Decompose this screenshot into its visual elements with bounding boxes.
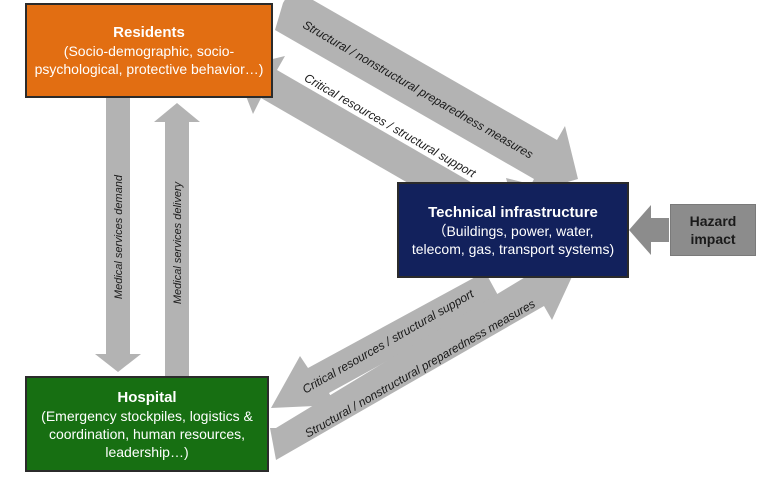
arrow-residents-to-hospital: Medical services demand	[95, 98, 141, 372]
hospital-description: (Emergency stockpiles, logistics & coord…	[41, 407, 253, 460]
infrastructure-title: Technical infrastructure	[428, 203, 598, 221]
arrow-hospital-to-residents: Medical services delivery	[154, 103, 200, 376]
hospital-node: Hospital (Emergency stockpiles, logistic…	[25, 376, 269, 472]
residents-node: Residents (Socio-demographic, socio-psyc…	[25, 3, 273, 98]
hazard-impact-node: Hazard impact	[670, 204, 756, 256]
technical-infrastructure-node: Technical infrastructure （Buildings, pow…	[397, 182, 629, 278]
arrow-label-medical-delivery: Medical services delivery	[172, 180, 184, 304]
arrow-label-medical-demand: Medical services demand	[113, 174, 125, 299]
infrastructure-description: （Buildings, power, water, telecom, gas, …	[411, 222, 615, 257]
hospital-title: Hospital	[117, 388, 177, 406]
residents-description: (Socio-demographic, socio-psychological,…	[34, 43, 264, 77]
hazard-label: Hazard impact	[689, 213, 737, 247]
residents-title: Residents	[113, 24, 185, 41]
arrow-hospital-to-infra: Structural / nonstructural preparedness …	[270, 262, 576, 460]
arrow-hazard-to-infra	[629, 205, 669, 255]
